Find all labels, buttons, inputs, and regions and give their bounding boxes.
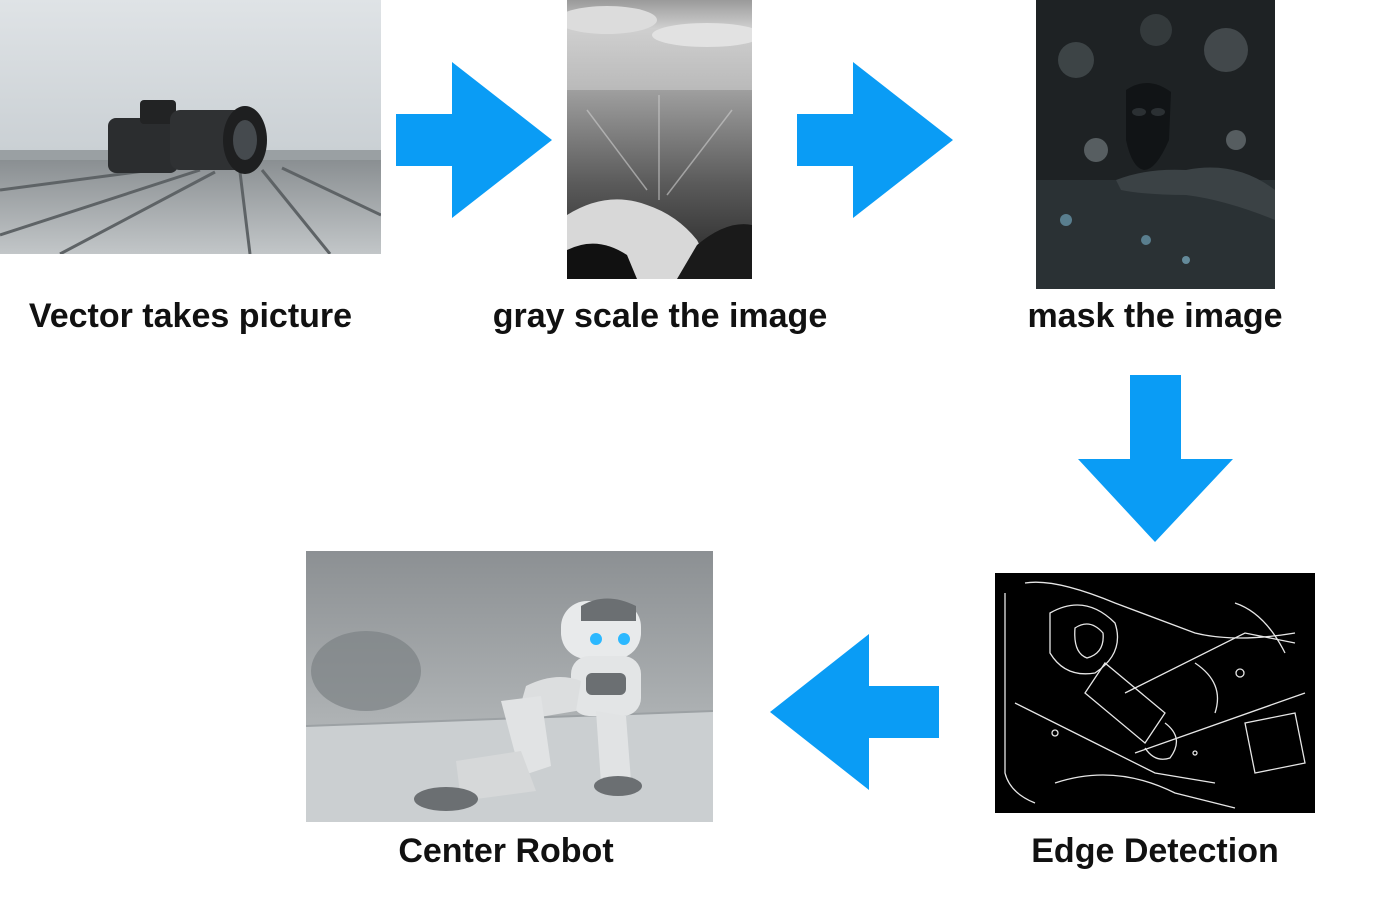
step-label-mask: mask the image <box>1027 297 1283 335</box>
robot-photo <box>306 551 713 822</box>
edge-detection-photo <box>995 573 1315 813</box>
step-label-edges: Edge Detection <box>1031 832 1279 870</box>
arrow-right-icon <box>797 62 953 218</box>
step-label-center: Center Robot <box>398 832 614 870</box>
arrow-down-icon <box>1078 375 1233 542</box>
step-label-capture: Vector takes picture <box>28 297 353 335</box>
arrow-right-icon <box>396 62 552 218</box>
mask-photo <box>1036 0 1275 289</box>
arrow-left-icon <box>770 634 939 790</box>
step-label-grayscale: gray scale the image <box>492 297 828 335</box>
camera-photo <box>0 0 381 254</box>
grayscale-city-photo <box>567 0 752 279</box>
